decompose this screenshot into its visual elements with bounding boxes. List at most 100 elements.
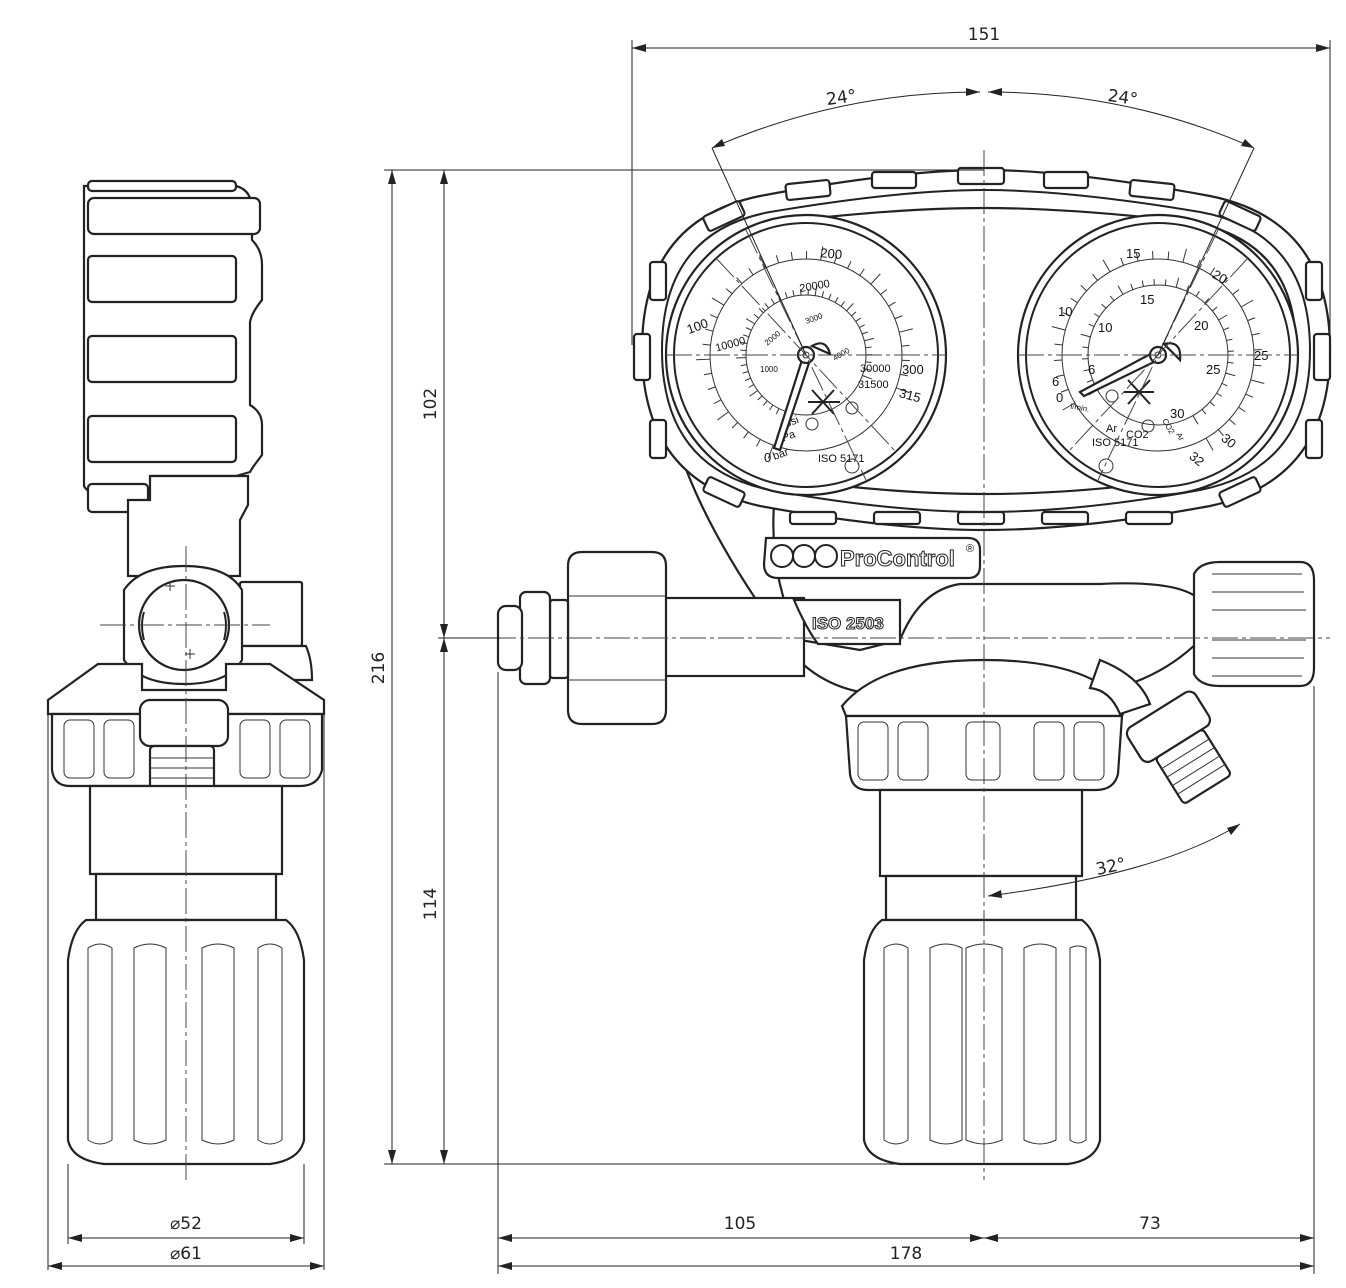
- gauge-bar-100: 100: [685, 315, 711, 337]
- gauge-tick: [759, 255, 766, 269]
- gauge-tick: [753, 313, 760, 319]
- gauge-tick: [743, 431, 749, 439]
- gauge-tick: [784, 292, 788, 299]
- gauge-tick: [1101, 303, 1107, 309]
- gas-co2-left: CO2: [1126, 429, 1149, 441]
- gauge-tick: [1218, 429, 1224, 437]
- gauge-tick: [855, 317, 861, 322]
- flow-six: 6: [1052, 374, 1059, 389]
- gauge-tick: [711, 297, 725, 306]
- gauge-tick: [1216, 392, 1223, 397]
- gauge-tick: [792, 290, 795, 297]
- gauge-tick: [828, 293, 832, 300]
- gauge-tick: [709, 314, 718, 319]
- gauge-tick: [862, 375, 872, 380]
- gauge-tick: [1051, 326, 1066, 331]
- dimension-73: 73: [1139, 1214, 1161, 1234]
- gauge-tick: [846, 303, 854, 312]
- gauge-tick: [757, 395, 763, 401]
- gauge-tick: [1229, 418, 1236, 425]
- gauge-tick: [899, 373, 908, 377]
- gauge-tick: [736, 277, 743, 284]
- gauge-tick: [748, 267, 754, 276]
- gauge-tick: [1082, 346, 1089, 349]
- gauge-tick: [1088, 323, 1095, 327]
- dimension-178: 178: [890, 1244, 922, 1264]
- gauge-tick: [769, 404, 774, 411]
- gauge-tick: [894, 315, 903, 320]
- gauge-tick: [1056, 374, 1065, 378]
- gauge-tick: [851, 311, 857, 317]
- gauge-tick: [725, 288, 733, 295]
- gauge-tick: [790, 251, 793, 261]
- brand-name: ProControl: [840, 546, 955, 571]
- gauge-tick: [1247, 317, 1256, 322]
- gauge-tick: [1070, 297, 1078, 304]
- gauge-tick: [814, 285, 818, 296]
- gauge-kpa-20000: 20000: [799, 278, 831, 295]
- dimension-angle-right: 24°: [1106, 86, 1139, 110]
- flow-outer-10: 10: [1058, 304, 1072, 319]
- gauge-tick: [742, 334, 750, 338]
- front-view-dimensions: 151 24° 24° 102 216 114 32° 105 73: [369, 25, 1331, 1274]
- gauge-tick: [901, 344, 910, 347]
- gauge-tick: [1223, 327, 1230, 331]
- gauge-tick: [834, 297, 839, 303]
- gauge-tick: [713, 399, 722, 404]
- gauge-tick: [865, 346, 872, 349]
- gauge-kpa-30000: 30000: [860, 363, 891, 375]
- gauge-tick: [1093, 313, 1100, 318]
- gauge-zero: 0: [764, 450, 771, 465]
- flow-outer-15: 15: [1126, 246, 1140, 261]
- gauge-tick: [820, 246, 824, 261]
- gauge-tick: [1204, 298, 1210, 304]
- gauge-tick: [1192, 415, 1199, 425]
- gauge-tick: [1062, 312, 1071, 317]
- gauge-tick: [864, 368, 871, 371]
- gauge-tick: [833, 255, 838, 264]
- dimension-dia-52: ⌀52: [170, 1214, 202, 1234]
- gauge-tick: [899, 328, 913, 333]
- gauge-tick: [1054, 343, 1063, 346]
- gauge-tick: [1060, 388, 1069, 393]
- gauge-tick: [1209, 401, 1215, 407]
- gauge-tick: [748, 384, 755, 388]
- gauge-tick: [847, 261, 852, 269]
- gauge-tick: [1240, 299, 1254, 308]
- dimension-102: 102: [421, 388, 441, 420]
- gauge-tick: [896, 387, 910, 394]
- gauge-tick: [1080, 333, 1091, 338]
- gauge-tick: [702, 343, 711, 346]
- gauge-tick: [1062, 402, 1076, 411]
- gauge-tick: [1221, 383, 1228, 387]
- gauge-tick: [1253, 364, 1262, 367]
- gauge-tick: [703, 372, 712, 376]
- gauge-tick: [859, 268, 865, 276]
- gauge-tick: [1232, 289, 1240, 295]
- gauge-tick: [1117, 285, 1124, 295]
- gas-ar-right: Ar: [1174, 431, 1186, 443]
- gauge-tick: [770, 298, 775, 305]
- gauge-tick: [1196, 259, 1201, 268]
- gauge-kpa-31500: 31500: [858, 379, 889, 391]
- dimension-angle-outlet: 32°: [1094, 854, 1128, 880]
- gauge-tick: [1212, 306, 1218, 312]
- gauge-tick: [744, 377, 751, 381]
- gauge-bar-300: 300: [902, 362, 924, 377]
- gauge-tick: [1086, 379, 1093, 383]
- gauge-tick: [1218, 314, 1228, 321]
- dimension-dia-61: ⌀61: [170, 1244, 202, 1264]
- side-view-dimensions: ⌀52 ⌀61: [47, 714, 325, 1270]
- gauge-tick: [1226, 338, 1233, 341]
- gauge-tick: [865, 361, 872, 363]
- iso-plate: ISO 2503: [792, 598, 902, 646]
- iso-plate-text: ISO 2503: [812, 614, 884, 633]
- dimension-105: 105: [724, 1214, 756, 1234]
- dimension-114: 114: [421, 888, 441, 920]
- gauge-bar-315: 315: [898, 385, 923, 405]
- gauge-tick: [1245, 393, 1254, 398]
- flow-outer-20: 20: [1210, 267, 1230, 287]
- gauge-tick: [1201, 409, 1207, 415]
- gauge-tick: [864, 337, 875, 342]
- gauge-tick: [1195, 290, 1200, 297]
